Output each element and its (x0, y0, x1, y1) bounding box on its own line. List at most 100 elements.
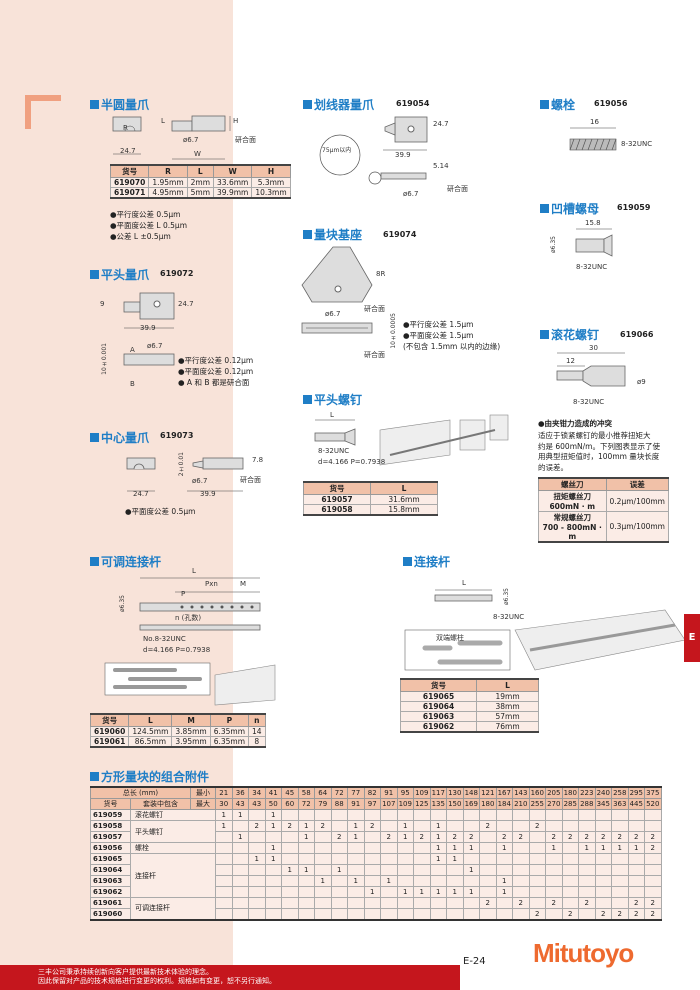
dim-label: 2±0.01 (178, 452, 185, 477)
table-cell: 14 (248, 726, 266, 737)
part-number: 619062 (90, 886, 131, 898)
column-header: L (186, 164, 215, 178)
quantity-cell: 1 (594, 842, 612, 854)
quantity-cell: 1 (297, 864, 315, 876)
dim-label: 15.8 (585, 219, 601, 227)
dim-label: 研合面 (364, 351, 385, 359)
quantity-cell (644, 886, 662, 898)
dim-label: 24.7 (120, 147, 136, 155)
max-length: 184 (495, 798, 513, 810)
quantity-cell (479, 886, 497, 898)
quantity-cell (561, 897, 579, 909)
note-title: ●由夹钳力造成的冲突 (538, 419, 613, 428)
min-length: 160 (528, 786, 546, 799)
quantity-cell (594, 875, 612, 887)
dim-label: B (130, 380, 135, 388)
center-jaw-drawing (126, 457, 244, 492)
flat-screw-drawing (314, 414, 509, 466)
quantity-cell (297, 908, 315, 920)
quantity-cell (314, 809, 332, 821)
quantity-cell: 1 (363, 886, 381, 898)
dim-label: 75μm以内 (322, 147, 352, 154)
quantity-cell (215, 897, 233, 909)
quantity-cell: 1 (429, 842, 447, 854)
quantity-cell: 1 (627, 842, 645, 854)
quantity-cell (446, 875, 464, 887)
quantity-cell: 2 (462, 831, 480, 843)
quantity-cell (578, 853, 596, 865)
quantity-cell (512, 853, 530, 865)
quantity-cell (347, 809, 365, 821)
note: 适应于锁紧螺钉的最小推荐扭矩大 (538, 431, 651, 440)
quantity-cell (561, 820, 579, 832)
footer-band: 三丰公司秉承持续创新向客户提供最新技术体验的理念。因此保留对产品的技术规格进行变… (0, 965, 460, 990)
dim-label: 研合面 (447, 185, 468, 193)
quantity-cell (264, 864, 282, 876)
quantity-cell: 2 (578, 831, 596, 843)
quantity-cell (462, 853, 480, 865)
note: (不包含 1.5mm 以内的边缘) (403, 342, 501, 351)
quantity-cell (578, 820, 596, 832)
quantity-cell (396, 875, 414, 887)
quantity-cell (347, 842, 365, 854)
item-name: 滚花螺钉 (130, 809, 216, 821)
quantity-cell: 1 (462, 842, 480, 854)
column-header: 货号 (399, 678, 478, 692)
quantity-cell (545, 809, 563, 821)
knurl-screw-title: 滚花螺钉 (540, 326, 599, 343)
quantity-cell (248, 908, 266, 920)
min-length: 34 (248, 786, 266, 799)
table-cell: 15.8mm (370, 504, 438, 516)
quantity-cell: 1 (611, 842, 629, 854)
quantity-cell (264, 886, 282, 898)
section-tab-e[interactable]: E (684, 614, 700, 662)
quantity-cell (446, 820, 464, 832)
dim-label: 12 (566, 357, 575, 365)
part-code: 619066 (620, 330, 654, 339)
quantity-cell (495, 853, 513, 865)
quantity-cell (380, 886, 398, 898)
quantity-cell: 1 (446, 853, 464, 865)
part-number-header: 货号 (90, 798, 131, 810)
quantity-cell (561, 809, 579, 821)
max-header: 最大 (190, 798, 216, 810)
table-cell: 0.2μm/100mm (605, 490, 670, 512)
quantity-cell: 1 (396, 831, 414, 843)
table-cell: 3.95mm (171, 736, 211, 748)
half-round-notes: ●平行度公差 0.5μm●平面度公差 L 0.5μm●公差 L ±0.5μm (110, 209, 187, 242)
max-length: 150 (446, 798, 464, 810)
quantity-cell (545, 864, 563, 876)
quantity-cell (462, 875, 480, 887)
footer-text: 三丰公司秉承持续创新向客户提供最新技术体验的理念。 (38, 968, 213, 976)
dim-label: No.8-32UNC (143, 635, 186, 643)
table-cell: 619061 (89, 736, 130, 748)
dim-label: ø6.7 (403, 190, 419, 198)
quantity-cell (248, 842, 266, 854)
min-length: 205 (545, 786, 563, 799)
quantity-cell (347, 864, 365, 876)
quantity-cell (347, 853, 365, 865)
note: ●平行度公差 1.5μm (403, 320, 474, 329)
table-cell: 619062 (399, 721, 478, 733)
column-header: L (476, 678, 539, 692)
dim-label: 5.14 (433, 162, 449, 170)
quantity-cell (281, 809, 299, 821)
part-number: 619064 (90, 864, 131, 876)
quantity-cell (363, 831, 381, 843)
max-length: 97 (363, 798, 381, 810)
quantity-cell: 1 (380, 875, 398, 887)
table-cell: 5mm (186, 187, 215, 199)
dim-label: ø6.7 (325, 310, 341, 318)
quantity-cell (413, 908, 431, 920)
corner-mark (25, 95, 61, 129)
quantity-cell (561, 864, 579, 876)
quantity-cell (215, 842, 233, 854)
max-length: 72 (297, 798, 315, 810)
quantity-cell: 1 (264, 820, 282, 832)
note: ● A 和 B 都是研合面 (178, 378, 250, 387)
min-length: 41 (264, 786, 282, 799)
